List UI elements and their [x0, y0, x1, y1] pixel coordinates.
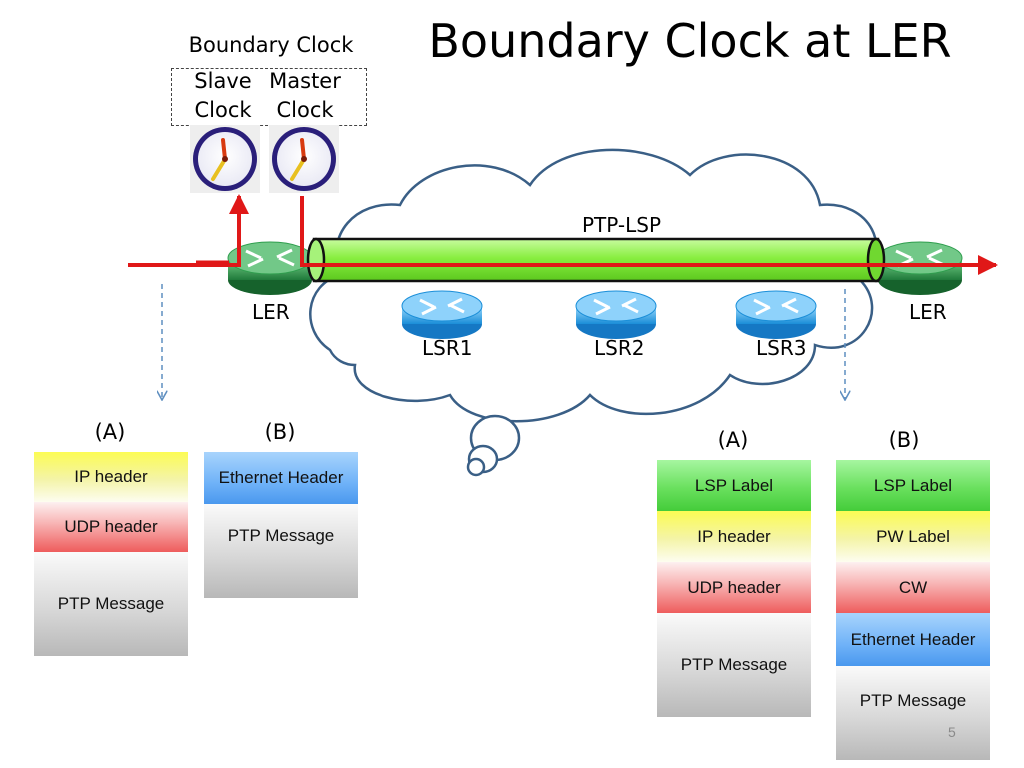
ip-header-cell: IP header [657, 511, 811, 562]
slave-clock-icon [190, 125, 260, 193]
ptp-message-cell: PTP Message [34, 552, 188, 656]
lsr2-label: LSR2 [594, 336, 645, 360]
right-stack-a: LSP Label IP header UDP header PTP Messa… [657, 460, 811, 717]
router-lsr3 [735, 290, 817, 339]
lsr3-label: LSR3 [756, 336, 807, 360]
ptp-flow-arrow [128, 194, 998, 275]
lsp-label-cell: LSP Label [657, 460, 811, 511]
udp-header-cell: UDP header [657, 562, 811, 613]
ler-right-label: LER [909, 300, 947, 324]
slave-clock-label: Slave Clock [194, 69, 252, 122]
boundary-clock-title: Boundary Clock [188, 33, 354, 57]
ptp-message-cell: PTP Message [836, 666, 990, 760]
page-number: 5 [948, 724, 956, 740]
left-stack-a-tag: (A) [94, 420, 126, 444]
slide-title: Boundary Clock at LER [428, 14, 952, 68]
ip-header-cell: IP header [34, 452, 188, 502]
lsp-label-cell: LSP Label [836, 460, 990, 511]
router-lsr2 [575, 290, 657, 339]
right-stack-b-tag: (B) [888, 428, 920, 452]
router-ler-left [227, 241, 313, 295]
router-ler-right [877, 241, 963, 295]
ptp-lsp-label: PTP-LSP [582, 213, 662, 237]
udp-header-cell: UDP header [34, 502, 188, 552]
cw-cell: CW [836, 562, 990, 613]
right-stack-a-tag: (A) [717, 428, 749, 452]
ptp-message-cell: PTP Message [204, 504, 358, 598]
ethernet-header-cell: Ethernet Header [836, 613, 990, 666]
left-stack-b-tag: (B) [264, 420, 296, 444]
left-stack-a: IP header UDP header PTP Message [34, 452, 188, 656]
ptp-lsp-tunnel [306, 237, 886, 283]
ethernet-header-cell: Ethernet Header [204, 452, 358, 504]
left-stack-b: Ethernet Header PTP Message [204, 452, 358, 598]
master-clock-icon [269, 125, 339, 193]
ler-left-label: LER [252, 300, 290, 324]
pw-label-cell: PW Label [836, 511, 990, 562]
master-clock-label: Master Clock [269, 69, 341, 122]
right-stack-b: LSP Label PW Label CW Ethernet Header PT… [836, 460, 990, 760]
router-lsr1 [401, 290, 483, 339]
lsr1-label: LSR1 [422, 336, 473, 360]
ptp-message-cell: PTP Message [657, 613, 811, 717]
